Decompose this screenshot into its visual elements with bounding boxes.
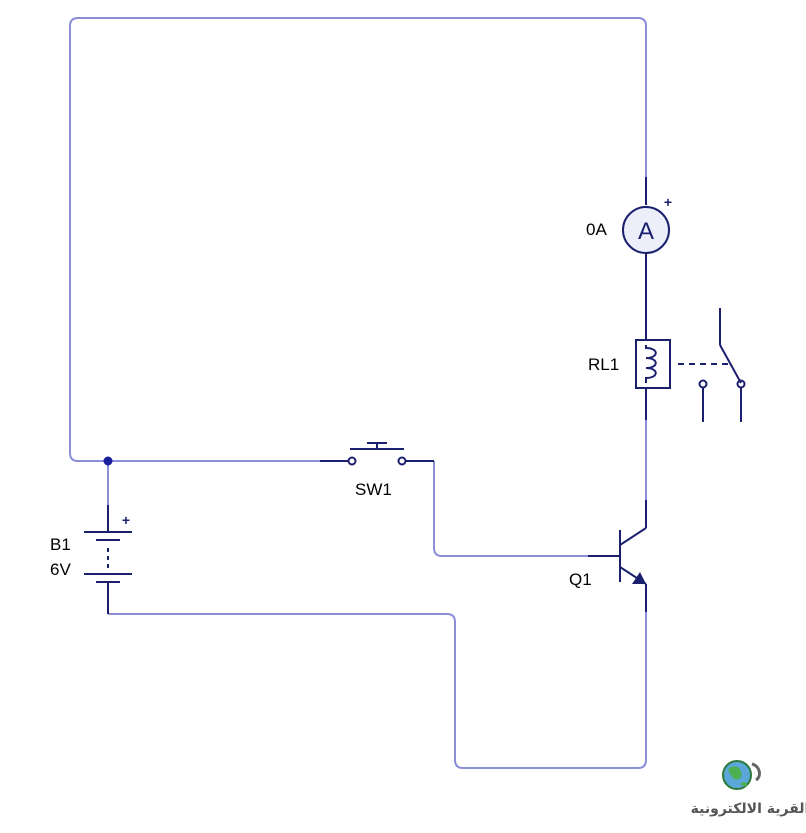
battery-label: B1	[50, 535, 71, 554]
relay-label: RL1	[588, 355, 619, 374]
switch-label: SW1	[355, 480, 392, 499]
relay: RL1	[588, 290, 746, 422]
transistor-label: Q1	[569, 570, 592, 589]
wire-switch-to-base	[433, 461, 588, 557]
junction-dot	[103, 456, 113, 466]
watermark-logo: القرية الالكترونية	[691, 760, 806, 817]
ammeter-symbol: A	[638, 218, 654, 245]
relay-switch-arm	[719, 344, 742, 384]
push-switch: SW1	[320, 442, 434, 499]
battery-voltage: 6V	[50, 560, 71, 579]
relay-body	[635, 339, 671, 389]
transistor-collector	[619, 527, 647, 546]
watermark-text: القرية الالكترونية	[691, 801, 806, 817]
transistor: Q1	[569, 500, 647, 612]
wire-top-loop	[69, 17, 647, 462]
ammeter: A + 0A	[586, 177, 672, 290]
ammeter-reading: 0A	[586, 220, 607, 239]
emitter-arrow-icon	[632, 572, 646, 584]
relay-coil-icon	[645, 345, 657, 383]
battery-polarity: +	[122, 512, 130, 528]
battery: + B1 6V	[50, 505, 132, 614]
wire-battery-negative	[108, 612, 647, 769]
ammeter-polarity: +	[664, 194, 672, 210]
